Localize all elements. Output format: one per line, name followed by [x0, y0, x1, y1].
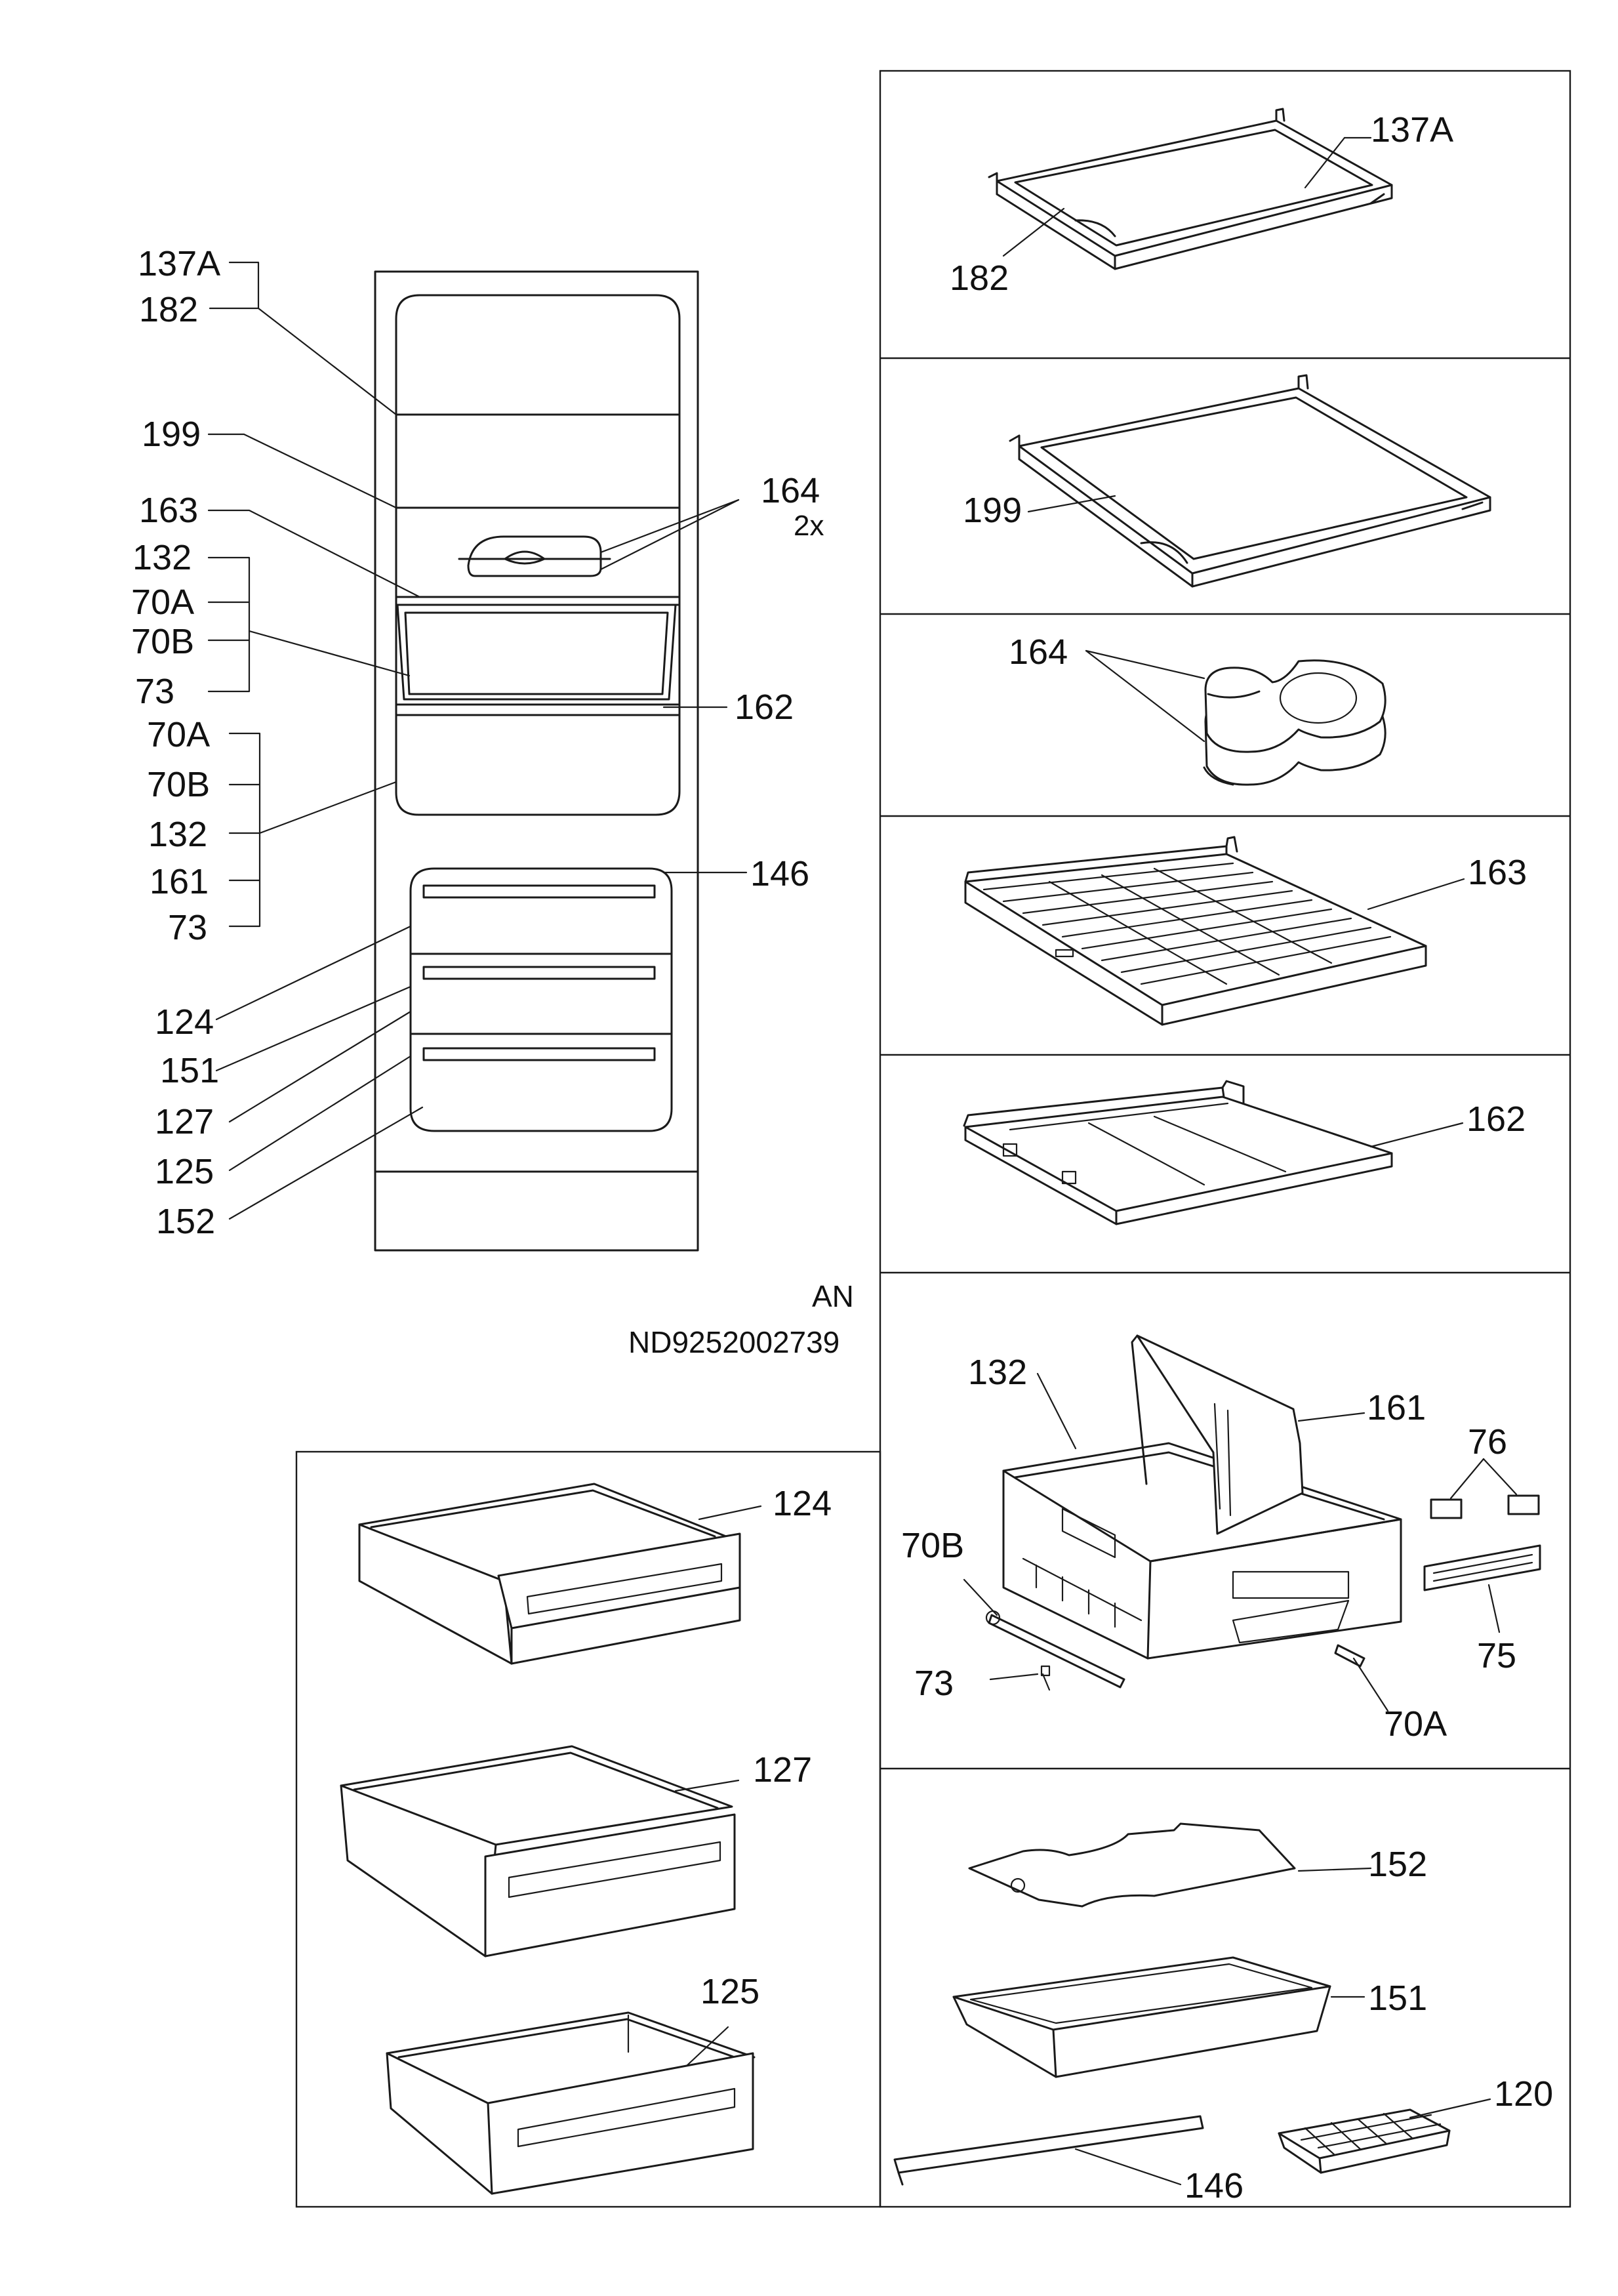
label-163: 163	[1468, 853, 1527, 892]
lang-code: AN	[812, 1279, 854, 1313]
label-73-b: 73	[168, 908, 207, 947]
shelf-glass-199: 199	[963, 374, 1491, 588]
label-151: 151	[1368, 1978, 1427, 2018]
crisper-assembly: 132 161 76 70B 75 73 70A	[901, 1334, 1541, 1744]
freezer-parts: 152 151 120 146	[893, 1822, 1553, 2205]
label-70B: 70B	[131, 622, 194, 661]
label-76: 76	[1468, 1422, 1507, 1462]
label-132: 132	[968, 1353, 1027, 1392]
label-127: 127	[155, 1102, 214, 1141]
label-152: 152	[1368, 1845, 1427, 1884]
label-70B-b: 70B	[147, 765, 210, 804]
shelf-cover-162: 162	[963, 1080, 1526, 1225]
label-75: 75	[1477, 1636, 1516, 1675]
label-162: 162	[1466, 1099, 1526, 1139]
label-70A: 70A	[1384, 1704, 1447, 1744]
shelf-grid-163: 163	[964, 836, 1527, 1026]
label-125: 125	[700, 1972, 759, 2011]
egg-trays-164: 164	[1009, 632, 1386, 786]
label-120: 120	[1494, 2074, 1553, 2114]
label-151: 151	[160, 1051, 219, 1090]
label-161: 161	[150, 862, 209, 901]
label-137A: 137A	[138, 244, 220, 283]
label-182: 182	[950, 258, 1009, 298]
label-124: 124	[773, 1484, 832, 1523]
label-70A: 70A	[131, 583, 194, 622]
label-164: 164	[1009, 632, 1068, 672]
label-137A: 137A	[1371, 110, 1453, 150]
label-132: 132	[132, 538, 192, 577]
grid-ribs	[982, 862, 1392, 985]
shelf-glass-137A: 137A 182	[950, 108, 1453, 298]
label-73: 73	[914, 1664, 954, 1703]
label-164: 164	[761, 471, 820, 510]
label-73: 73	[135, 672, 174, 711]
label-2x: 2x	[794, 510, 824, 542]
label-70A-b: 70A	[147, 715, 210, 754]
label-146: 146	[750, 854, 809, 893]
document-number: ND9252002739	[628, 1325, 839, 1359]
label-132-b: 132	[148, 815, 207, 854]
label-199: 199	[142, 415, 201, 454]
label-199: 199	[963, 491, 1022, 530]
panel-frames	[295, 70, 1571, 2208]
label-127: 127	[753, 1750, 812, 1790]
label-146: 146	[1184, 2166, 1244, 2205]
label-70B: 70B	[901, 1526, 964, 1565]
label-125: 125	[155, 1152, 214, 1191]
label-152: 152	[156, 1202, 215, 1241]
overview-leaders	[207, 261, 748, 1220]
label-182: 182	[139, 290, 198, 329]
label-163: 163	[139, 491, 198, 530]
label-162: 162	[735, 687, 794, 727]
overview-labels: 137A 182 199 163 132 70A 70B 73 70A 70B …	[131, 244, 824, 1241]
label-124: 124	[155, 1002, 214, 1042]
label-161: 161	[1367, 1388, 1426, 1427]
fridge-overview	[374, 270, 699, 1252]
drawers-panel: 124 127 125	[340, 1483, 832, 2195]
